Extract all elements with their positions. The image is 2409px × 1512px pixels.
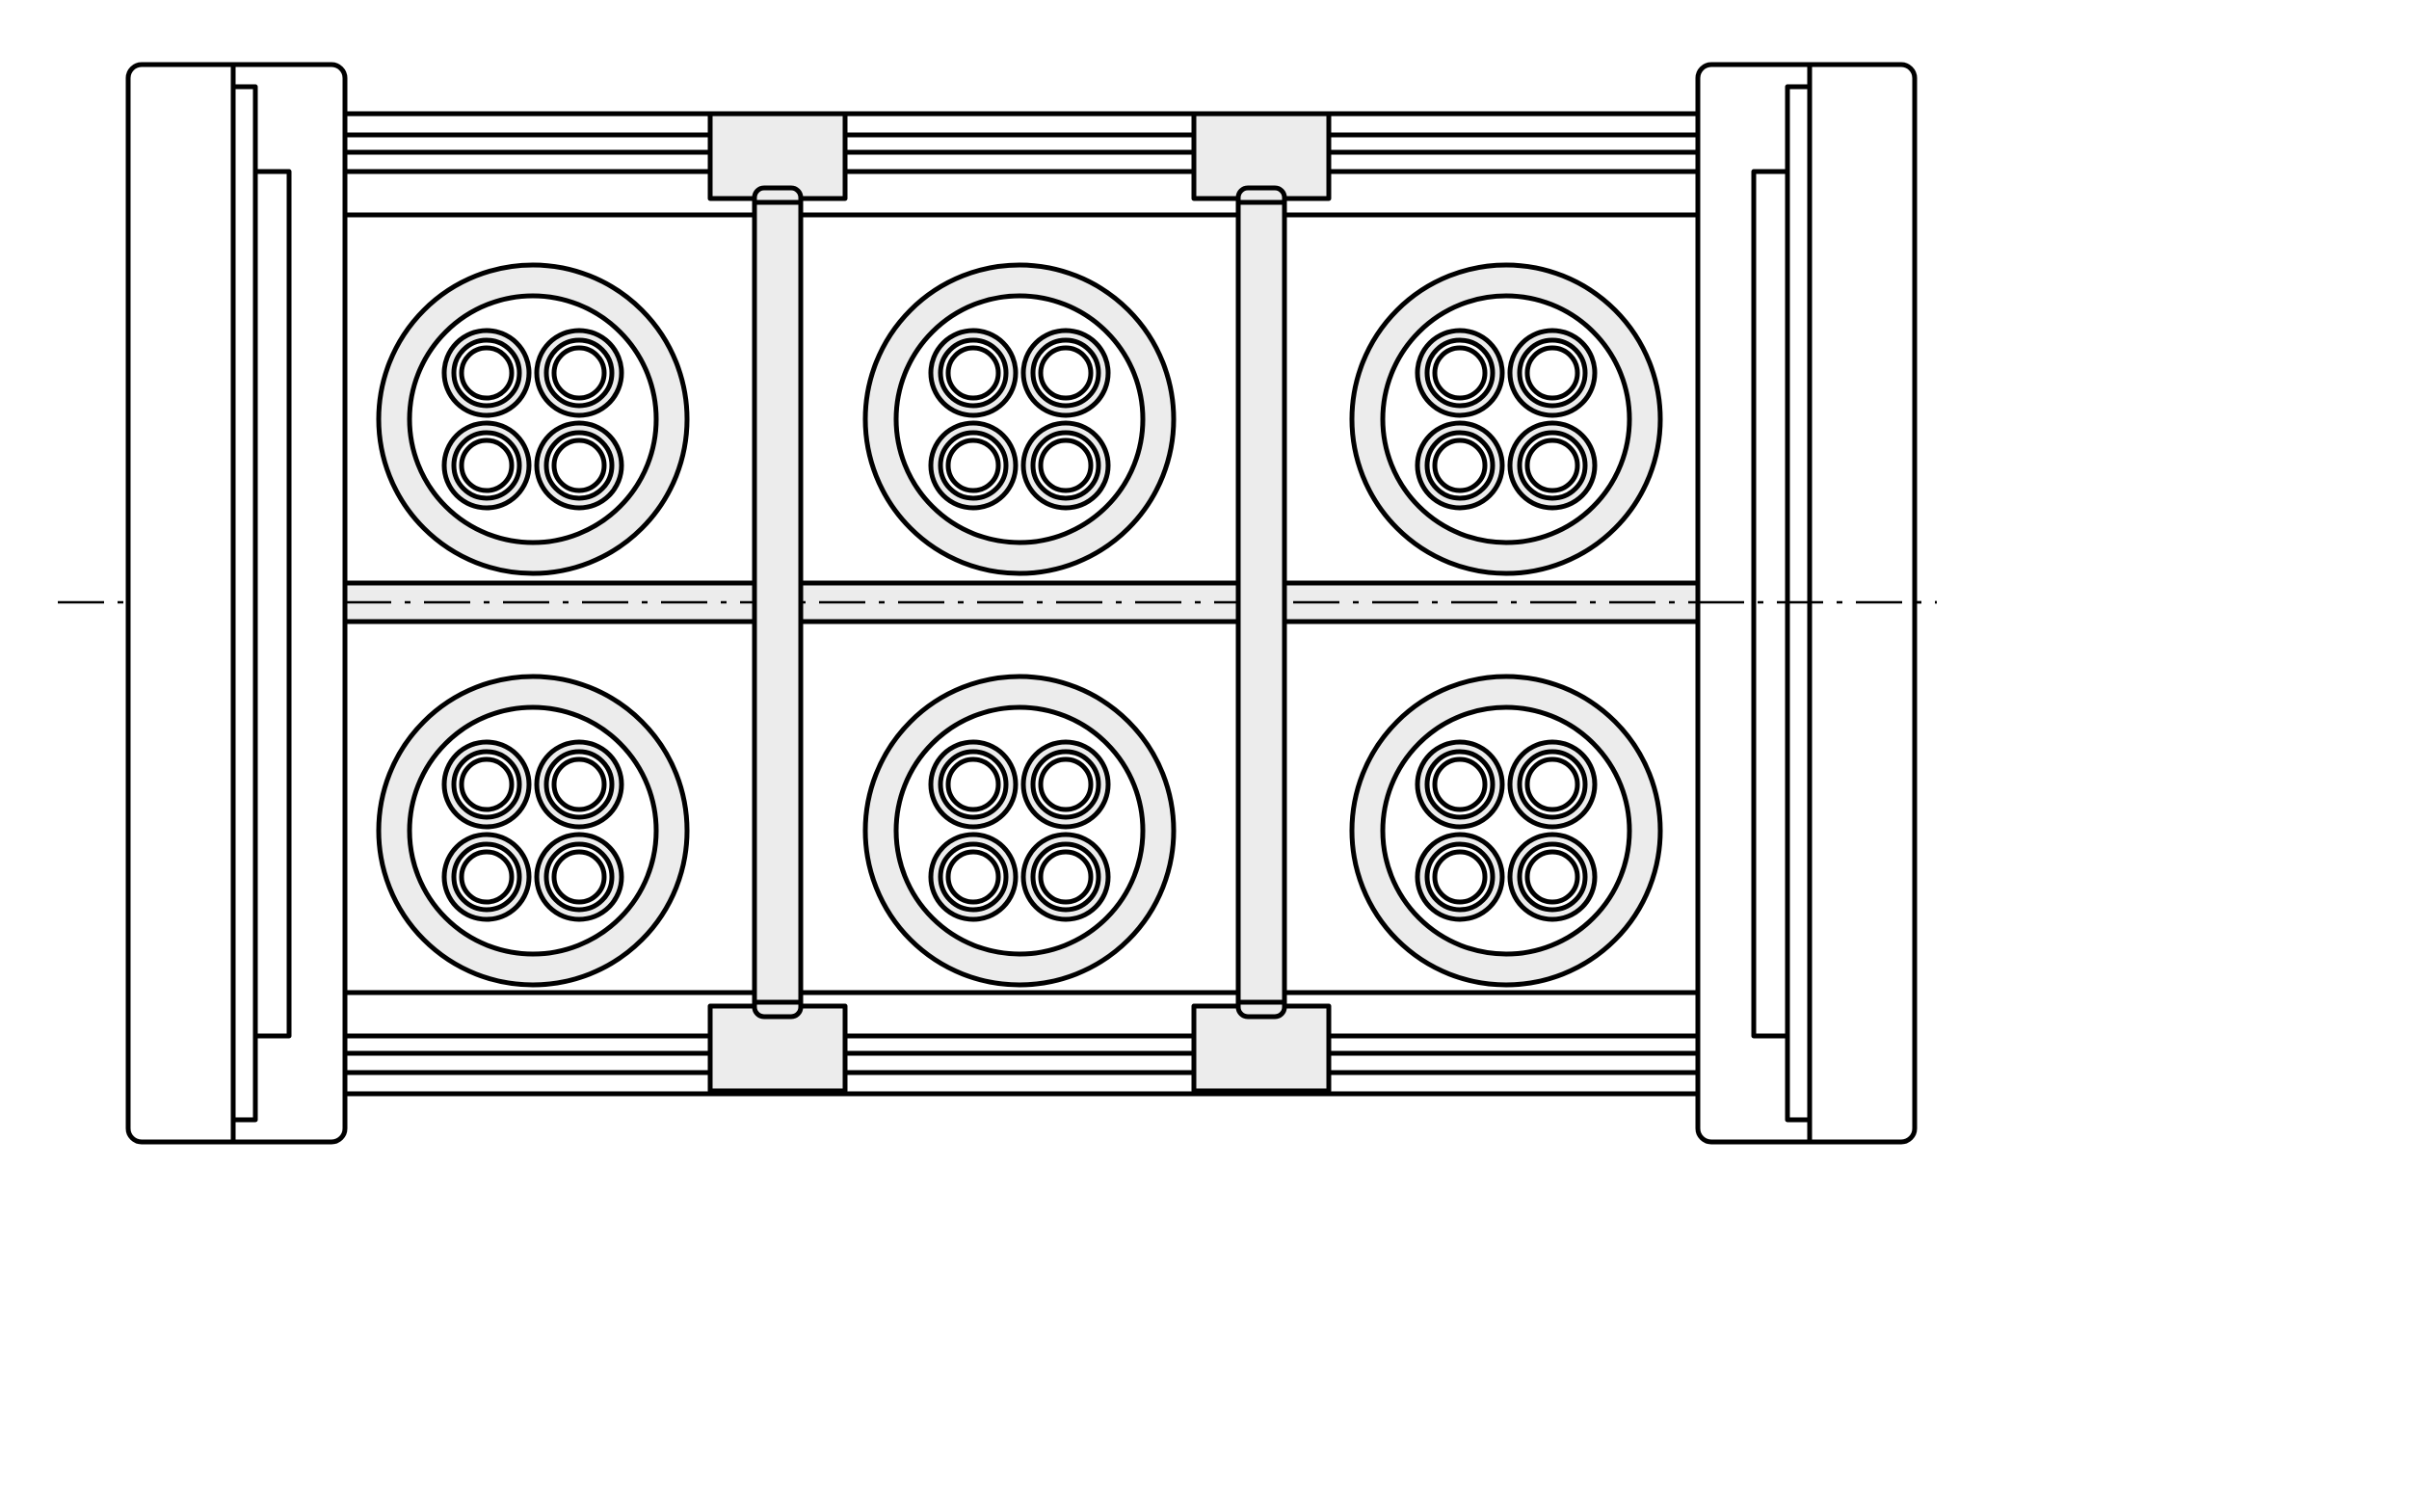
conductor — [1415, 328, 1505, 418]
conductor — [928, 328, 1019, 418]
separators-group — [707, 111, 1332, 1094]
conductor — [928, 739, 1019, 830]
conductor — [441, 420, 532, 511]
conductor — [928, 832, 1019, 922]
conductor — [441, 739, 532, 830]
bottom-crossbar — [342, 990, 1701, 1097]
vertical-separator — [707, 111, 848, 1094]
conductor — [1020, 832, 1111, 922]
conductor — [534, 328, 624, 418]
conductor — [1507, 420, 1598, 511]
center-height-label: hi/2 — [2280, 893, 2379, 963]
dimension-lines — [124, 61, 2352, 1436]
cable — [376, 674, 690, 988]
conductor — [928, 420, 1019, 511]
cables-group — [376, 262, 1663, 988]
inner-height-label: hi — [2038, 570, 2086, 640]
cable — [376, 262, 690, 576]
conductor — [1020, 328, 1111, 418]
cable — [862, 262, 1177, 576]
cable — [862, 674, 1177, 988]
conductor — [441, 328, 532, 418]
top-crossbar — [342, 111, 1701, 218]
inner-width-label: Bi — [994, 1235, 1049, 1305]
vertical-separator — [1191, 111, 1332, 1094]
outer-width-label: Ba — [984, 1361, 1060, 1430]
conductor — [1020, 739, 1111, 830]
conductor — [441, 832, 532, 922]
conductor — [534, 739, 624, 830]
conductor — [1507, 739, 1598, 830]
conductor — [1507, 832, 1598, 922]
conductor — [1415, 739, 1505, 830]
cable — [1349, 674, 1663, 988]
conductor — [1415, 420, 1505, 511]
left-side-plate — [125, 62, 348, 1145]
conductor — [534, 832, 624, 922]
conductor — [1415, 832, 1505, 922]
conductor — [1507, 328, 1598, 418]
outer-height-label: ha — [2172, 570, 2241, 640]
cable — [1349, 262, 1663, 576]
conductor — [1020, 420, 1111, 511]
conductor — [534, 420, 624, 511]
